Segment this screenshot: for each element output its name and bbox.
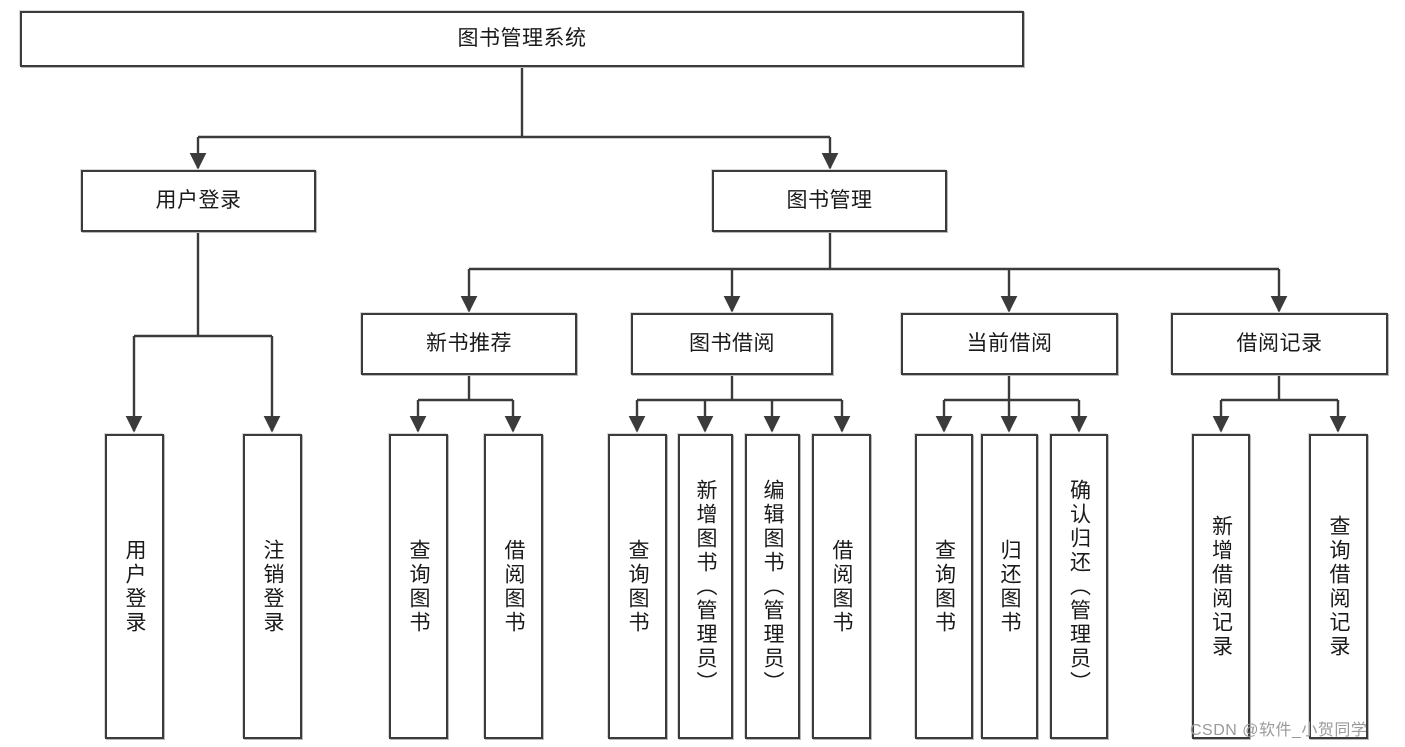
node-user-login[interactable]: 用户登录 bbox=[81, 170, 316, 232]
node-label: 查询图书 bbox=[626, 538, 649, 635]
leaf-borrow-book[interactable]: 借阅图书 bbox=[812, 434, 871, 739]
node-label: 图书借阅 bbox=[689, 332, 775, 356]
node-label: 借阅图书 bbox=[502, 538, 525, 635]
node-label: 查询图书 bbox=[407, 538, 430, 635]
node-book-borrow[interactable]: 图书借阅 bbox=[631, 313, 833, 375]
leaf-edit-book-admin[interactable]: 编辑图书（管理员） bbox=[745, 434, 800, 739]
node-label: 当前借阅 bbox=[966, 332, 1053, 356]
node-label: 新增借阅记录 bbox=[1209, 514, 1233, 659]
node-label: 借阅记录 bbox=[1236, 332, 1323, 356]
leaf-user-login[interactable]: 用户登录 bbox=[105, 434, 164, 739]
node-label: 图书管理系统 bbox=[457, 27, 587, 51]
leaf-query-book-borrow[interactable]: 查询图书 bbox=[608, 434, 667, 739]
node-label: 用户登录 bbox=[123, 538, 146, 635]
node-label: 借阅图书 bbox=[830, 538, 853, 635]
node-label: 新书推荐 bbox=[426, 332, 512, 356]
node-label: 确认归还（管理员） bbox=[1067, 478, 1091, 695]
leaf-add-borrow-record[interactable]: 新增借阅记录 bbox=[1192, 434, 1250, 739]
leaf-return-book[interactable]: 归还图书 bbox=[981, 434, 1038, 739]
node-label: 用户登录 bbox=[155, 189, 242, 213]
node-label: 归还图书 bbox=[998, 538, 1021, 635]
node-label: 编辑图书（管理员） bbox=[761, 478, 784, 695]
node-new-book-recommend[interactable]: 新书推荐 bbox=[361, 313, 577, 375]
node-book-management[interactable]: 图书管理 bbox=[712, 170, 947, 232]
node-label: 新增图书（管理员） bbox=[694, 478, 717, 695]
leaf-borrow-book-recommend[interactable]: 借阅图书 bbox=[484, 434, 543, 739]
node-label: 查询图书 bbox=[932, 538, 956, 635]
node-label: 注销登录 bbox=[261, 538, 284, 635]
node-current-borrow[interactable]: 当前借阅 bbox=[901, 313, 1118, 375]
node-label: 图书管理 bbox=[786, 189, 873, 213]
leaf-query-borrow-record[interactable]: 查询借阅记录 bbox=[1309, 434, 1368, 739]
node-label: 查询借阅记录 bbox=[1327, 514, 1350, 659]
leaf-logout[interactable]: 注销登录 bbox=[243, 434, 302, 739]
leaf-query-book-recommend[interactable]: 查询图书 bbox=[389, 434, 448, 739]
csdn-watermark: CSDN @软件_小贺同学 bbox=[1190, 722, 1368, 739]
leaf-query-book-current[interactable]: 查询图书 bbox=[915, 434, 973, 739]
node-root-book-management-system[interactable]: 图书管理系统 bbox=[20, 11, 1024, 67]
leaf-confirm-return-admin[interactable]: 确认归还（管理员） bbox=[1050, 434, 1108, 739]
leaf-add-book-admin[interactable]: 新增图书（管理员） bbox=[678, 434, 733, 739]
node-borrow-record[interactable]: 借阅记录 bbox=[1171, 313, 1388, 375]
